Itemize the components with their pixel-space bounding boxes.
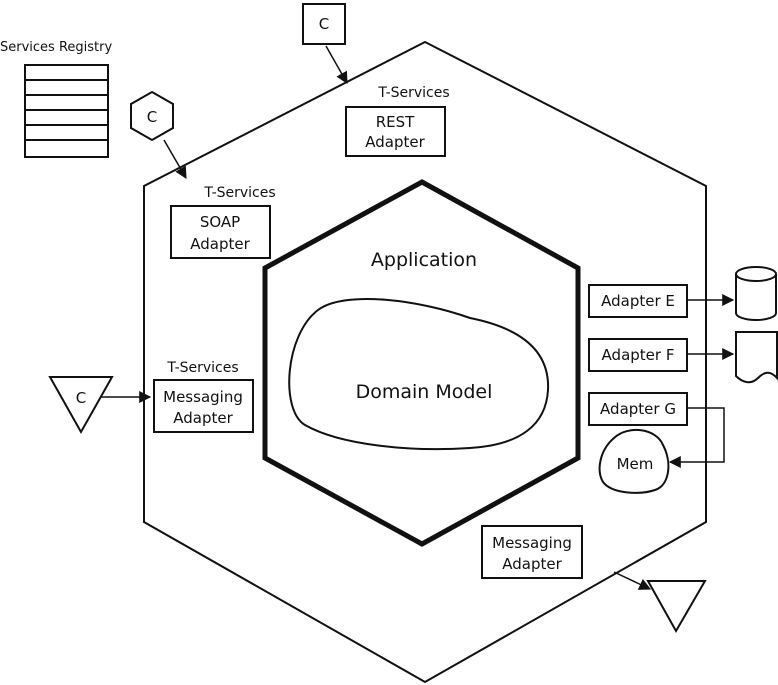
services-registry-table <box>24 64 109 158</box>
services-registry-title: Services Registry <box>0 40 112 55</box>
domain-model-label: Domain Model <box>356 381 493 403</box>
outer-hexagon <box>143 40 707 684</box>
adapter-e: Adapter E <box>588 284 688 318</box>
adapter-e-label: Adapter E <box>601 292 675 310</box>
mem-blob: Mem <box>598 428 670 494</box>
inner-hexagon <box>262 179 581 547</box>
messaging-out-line-2: Adapter <box>502 555 562 573</box>
external-triangle <box>646 580 707 634</box>
database-cylinder-icon <box>735 266 777 321</box>
soap-adapter-line-2: Adapter <box>190 235 250 253</box>
messaging-in-line-2: Adapter <box>173 409 233 427</box>
messaging-in-line-1: Messaging <box>163 388 243 406</box>
rest-adapter: REST Adapter <box>345 106 446 157</box>
messaging-adapter-out: Messaging Adapter <box>481 525 583 579</box>
consumer-triangle: C <box>48 376 114 435</box>
soap-group-label: T-Services <box>203 185 275 201</box>
adapter-f-label: Adapter F <box>602 346 675 364</box>
consumer-hexagon: C <box>130 90 174 142</box>
adapter-g: Adapter G <box>588 392 688 426</box>
messaging-adapter-in: Messaging Adapter <box>153 379 254 433</box>
soap-adapter-line-1: SOAP <box>200 213 240 231</box>
rest-adapter-line-1: REST <box>376 113 415 131</box>
application-title: Application <box>371 249 477 271</box>
messaging-in-group-label: T-Services <box>166 360 238 376</box>
consumer-square: C <box>302 3 346 45</box>
adapter-g-arrow <box>668 407 725 468</box>
soap-adapter: SOAP Adapter <box>170 205 271 259</box>
consumer-hexagon-label: C <box>147 108 157 126</box>
adapter-g-label: Adapter G <box>600 400 676 418</box>
adapter-f: Adapter F <box>588 338 688 372</box>
document-icon <box>735 331 778 384</box>
consumer-square-label: C <box>319 15 329 33</box>
messaging-out-line-1: Messaging <box>492 534 572 552</box>
consumer-square-arrow <box>325 45 348 85</box>
messaging-out-arrow <box>613 571 652 590</box>
consumer-hexagon-arrow <box>163 139 187 180</box>
mem-label: Mem <box>617 455 654 473</box>
domain-model-blob <box>288 297 550 451</box>
rest-group-label: T-Services <box>377 85 449 101</box>
consumer-triangle-label: C <box>76 389 86 407</box>
rest-adapter-line-2: Adapter <box>365 133 425 151</box>
